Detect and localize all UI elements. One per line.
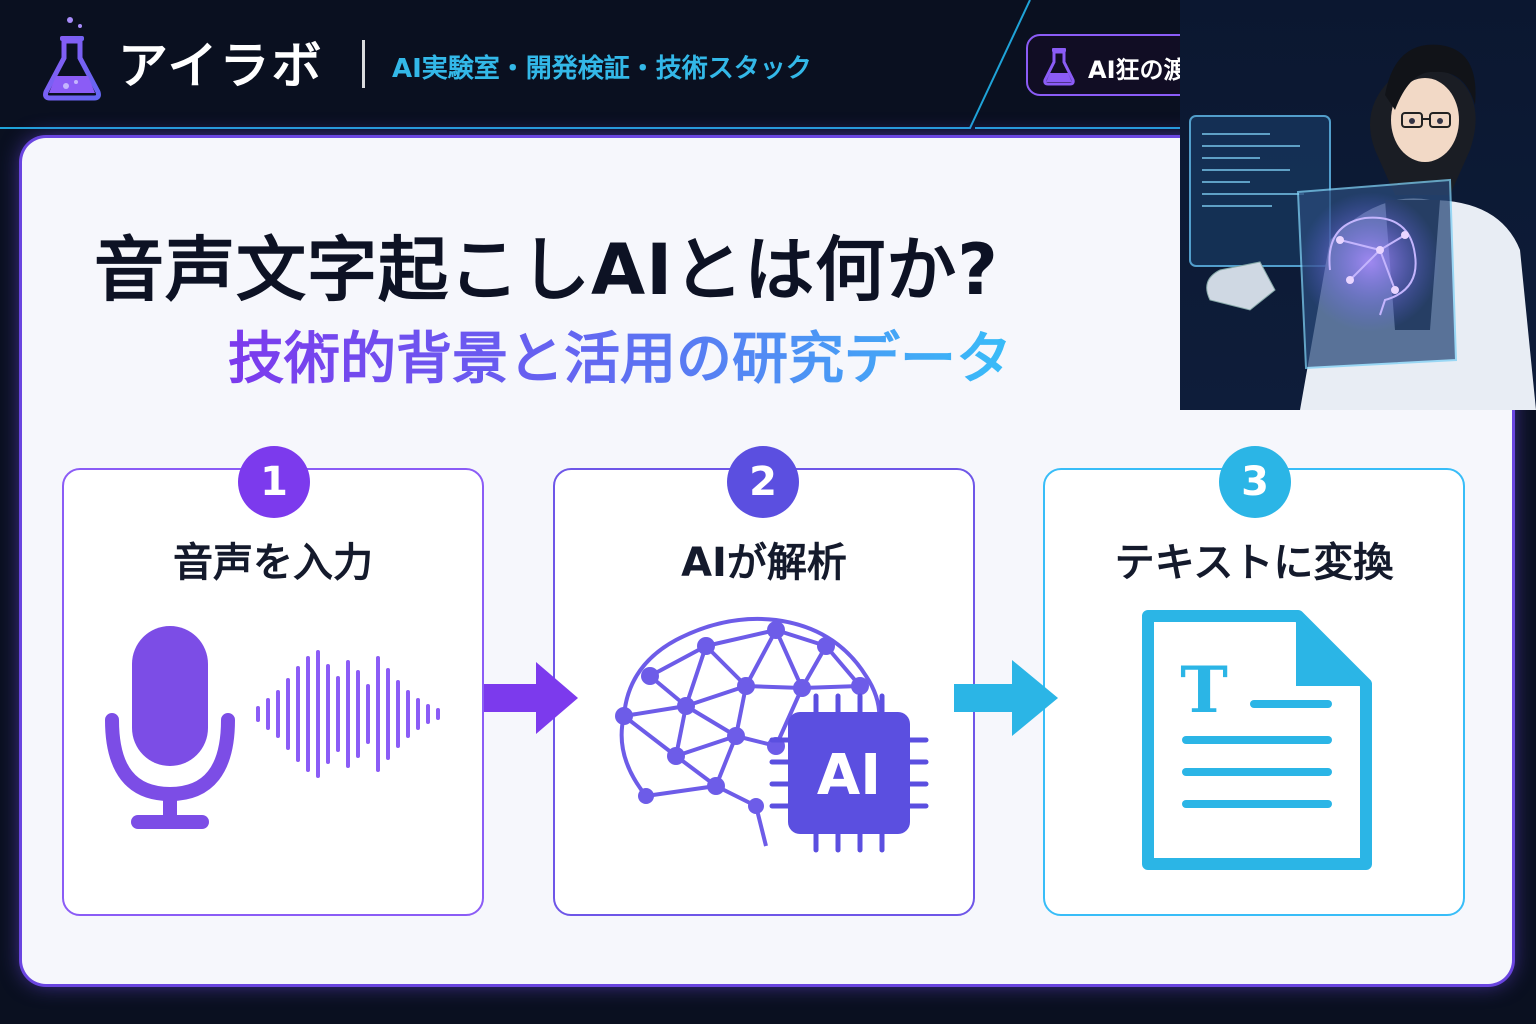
- document-letter: T: [1180, 653, 1228, 728]
- ai-brain-chip-icon: AI: [615, 616, 929, 853]
- arrow-right-icon: [484, 662, 578, 734]
- step-label-analyze: AIが解析: [681, 540, 847, 586]
- brand-name: アイラボ: [118, 37, 324, 95]
- microphone-waveform-icon: [105, 626, 440, 829]
- header-divider: [362, 40, 365, 88]
- step-number-1: 1: [238, 446, 310, 518]
- step-number-3: 3: [1219, 446, 1291, 518]
- flask-logo-icon: [43, 17, 101, 101]
- flask-icon: [1043, 48, 1075, 86]
- step-card-convert: [1043, 468, 1465, 916]
- step-label-input: 音声を入力: [173, 540, 373, 586]
- page-subtitle: 技術的背景と活用の研究データ: [228, 314, 1012, 395]
- step-label-convert: テキストに変換: [1114, 540, 1394, 586]
- brand-tagline: AI実験室・開発検証・技術スタック: [392, 54, 812, 84]
- chip-label: AI: [817, 743, 881, 808]
- step-number-2: 2: [727, 446, 799, 518]
- arrow-right-icon: [954, 660, 1058, 736]
- page-title: 音声文字起こしAIとは何か?: [94, 229, 999, 311]
- researcher-avatar-illustration: [1180, 0, 1536, 410]
- text-document-icon: T: [1142, 610, 1372, 870]
